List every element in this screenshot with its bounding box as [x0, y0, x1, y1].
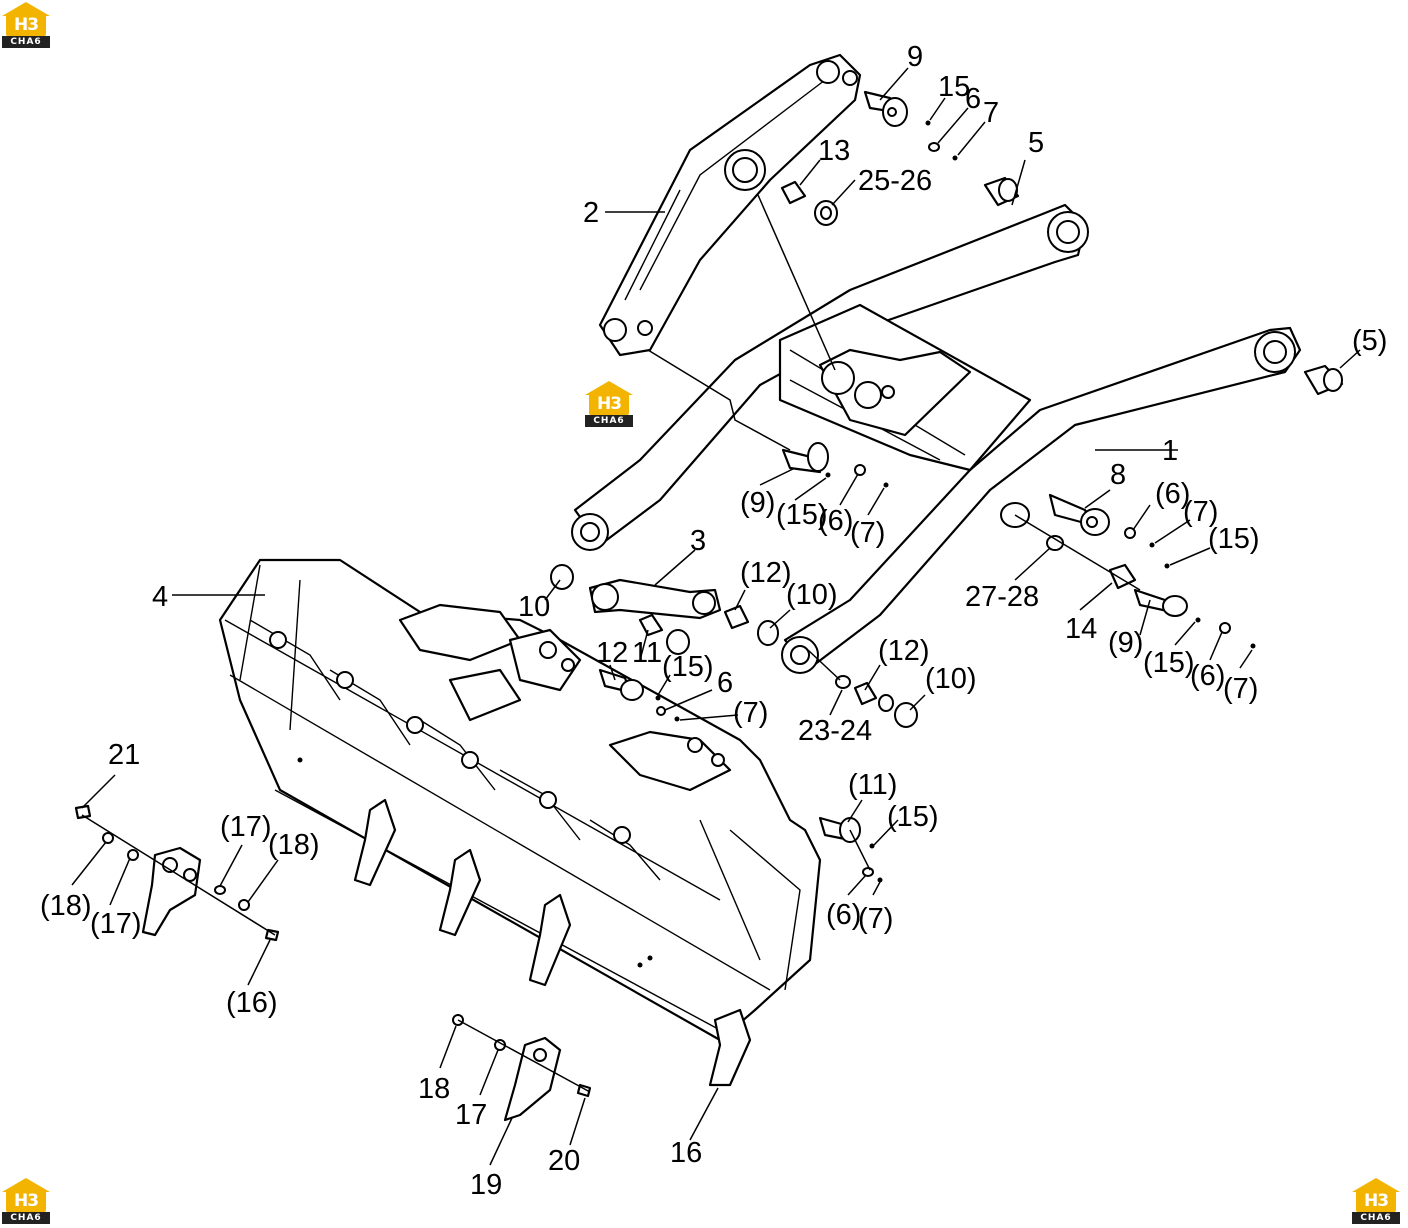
callout-7-lower: (7)	[858, 903, 893, 935]
callout-11-left: 11	[632, 637, 662, 669]
callout-12-left: 12	[596, 637, 628, 669]
logo-mark: H3	[1363, 1191, 1389, 1211]
callout-19: 19	[470, 1169, 502, 1201]
callout-25-26: 25-26	[858, 165, 932, 197]
bellcrank	[598, 53, 862, 357]
callout-7-top: 7	[983, 97, 999, 129]
callout-12-lower: (12)	[878, 635, 930, 667]
callout-16-bottom: 16	[670, 1137, 702, 1169]
watermark-logo-bottom-left: H3 CHA6	[2, 1178, 50, 1224]
callout-7-mid: (7)	[850, 517, 885, 549]
logo-mark: H3	[13, 15, 39, 35]
callout-10-lower: (10)	[925, 663, 977, 695]
callout-6-lower: (6)	[826, 899, 861, 931]
callout-12-link: (12)	[740, 557, 792, 589]
watermark-logo-top-left: H3 CHA6	[2, 2, 50, 48]
logo-mark: H3	[13, 1191, 39, 1211]
hardware-parts	[74, 90, 1344, 1122]
watermark-logo-center: H3 CHA6	[585, 381, 633, 427]
callout-20: 20	[548, 1145, 580, 1177]
bucket	[218, 558, 822, 1087]
callout-10-link: (10)	[786, 579, 838, 611]
leader-lines	[71, 67, 1361, 1166]
callout-6-mid: (6)	[818, 505, 853, 537]
callout-17-left: (17)	[90, 908, 142, 940]
logo-caption: CHA6	[2, 1212, 50, 1224]
callout-6-left: 6	[717, 667, 733, 699]
callout-8: 8	[1110, 459, 1126, 491]
callout-18-left: (18)	[40, 890, 92, 922]
callout-15-lower-right: (15)	[1143, 647, 1195, 679]
logo-caption: CHA6	[1352, 1212, 1400, 1224]
callout-23-24: 23-24	[798, 715, 872, 747]
callout-4: 4	[152, 581, 168, 613]
callout-21: 21	[108, 739, 140, 771]
callout-14: 14	[1065, 613, 1097, 645]
callout-9-top: 9	[907, 41, 923, 73]
callout-16-left: (16)	[226, 987, 278, 1019]
callout-15-right: (15)	[1208, 523, 1260, 555]
callout-labels: 1 2 3 4 5 (5) 9 15 6 7 13 25-26 8 (6) (7…	[40, 41, 1387, 1201]
callout-7-lower-right: (7)	[1223, 673, 1258, 705]
watermark-logo-bottom-right: H3 CHA6	[1352, 1178, 1400, 1224]
logo-caption: CHA6	[2, 36, 50, 48]
callout-7-right: (7)	[1183, 496, 1218, 528]
callout-10-left: 10	[518, 591, 550, 623]
callout-18-bottom: 18	[418, 1073, 450, 1105]
callout-9-right: (9)	[1108, 627, 1143, 659]
callout-3: 3	[690, 525, 706, 557]
callout-15-lower: (15)	[887, 801, 939, 833]
callout-6-top: 6	[965, 83, 981, 115]
callout-15-mid: (15)	[776, 499, 828, 531]
callout-15-top: 15	[938, 71, 970, 103]
callout-13: 13	[818, 135, 850, 167]
callout-11-lower: (11)	[848, 769, 897, 801]
callout-6-lower-right: (6)	[1190, 660, 1225, 692]
callout-5: 5	[1028, 127, 1044, 159]
link-rod	[588, 578, 722, 620]
callout-18-mid: (18)	[268, 829, 320, 861]
callout-27-28: 27-28	[965, 581, 1039, 613]
callout-17-bottom: 17	[455, 1099, 487, 1131]
callout-6-right: (6)	[1155, 478, 1190, 510]
callout-1: 1	[1162, 435, 1178, 467]
logo-caption: CHA6	[585, 415, 633, 427]
callout-7-left: (7)	[733, 697, 768, 729]
callout-15-left: (15)	[662, 651, 714, 683]
callout-5-paren: (5)	[1352, 325, 1387, 357]
callout-17-mid: (17)	[220, 811, 272, 843]
callout-9-mid: (9)	[740, 487, 775, 519]
boom-arm	[571, 203, 1302, 674]
logo-mark: H3	[596, 394, 622, 414]
callout-2: 2	[583, 197, 599, 229]
